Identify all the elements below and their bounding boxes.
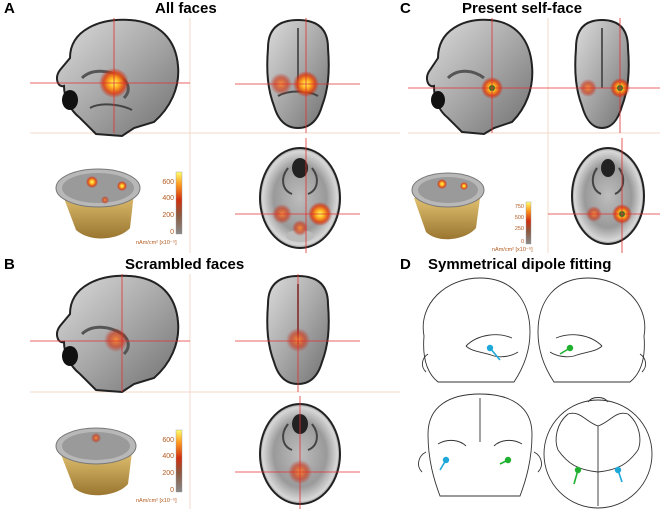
colorbar-a-tick-1: 400 [162,195,174,202]
coronal-slice-c [574,18,630,130]
sagittal-slice-c [426,18,534,136]
panel-title-c: Present self-face [462,0,583,17]
colorbar-a: 600 400 200 0 nAm/cm² [x10⁻⁵] [136,171,183,246]
panel-label-d: D [400,256,411,273]
outline-sagittal-left [421,277,531,383]
colorbar-c-tick-3: 0 [521,239,524,245]
colorbar-b: 600 400 200 0 nAm/cm² [x10⁻⁵] [136,429,183,504]
panel-label-b: B [4,256,15,273]
outline-coronal [418,393,542,497]
panel-a-figure: 600 400 200 0 nAm/cm² [x10⁻⁵] [30,18,400,253]
outline-sagittal-right [537,277,647,383]
head-3d-c [411,172,485,240]
panel-title-a: All faces [155,0,217,17]
colorbar-b-unit: nAm/cm² [x10⁻⁵] [136,497,177,504]
colorbar-c-tick-1: 500 [515,215,524,221]
colorbar-c-tick-0: 750 [515,204,524,210]
panel-c-figure: 750 500 250 0 nAm/cm² [x10⁻⁵] [408,18,660,253]
outline-axial [543,397,653,509]
colorbar-a-tick-3: 0 [170,229,174,236]
head-3d-a [55,168,141,239]
colorbar-b-tick-2: 200 [162,470,174,477]
colorbar-a-tick-2: 200 [162,212,174,219]
panel-b-figure: 600 400 200 0 nAm/cm² [x10⁻⁵] [30,274,400,509]
colorbar-c-tick-2: 250 [515,226,524,232]
colorbar-a-unit: nAm/cm² [x10⁻⁵] [136,239,177,246]
colorbar-b-tick-0: 600 [162,437,174,444]
panel-title-b: Scrambled faces [125,256,245,273]
colorbar-a-tick-0: 600 [162,179,174,186]
head-3d-b [55,427,137,496]
panel-label-a: A [4,0,15,17]
panel-label-c: C [400,0,411,17]
panel-d-figure [418,277,653,509]
colorbar-b-tick-1: 400 [162,453,174,460]
colorbar-c: 750 500 250 0 nAm/cm² [x10⁻⁵] [492,201,533,253]
colorbar-c-unit: nAm/cm² [x10⁻⁵] [492,246,533,253]
panel-title-d: Symmetrical dipole fitting [428,256,612,273]
axial-slice-c [571,147,645,245]
colorbar-b-tick-3: 0 [170,487,174,494]
